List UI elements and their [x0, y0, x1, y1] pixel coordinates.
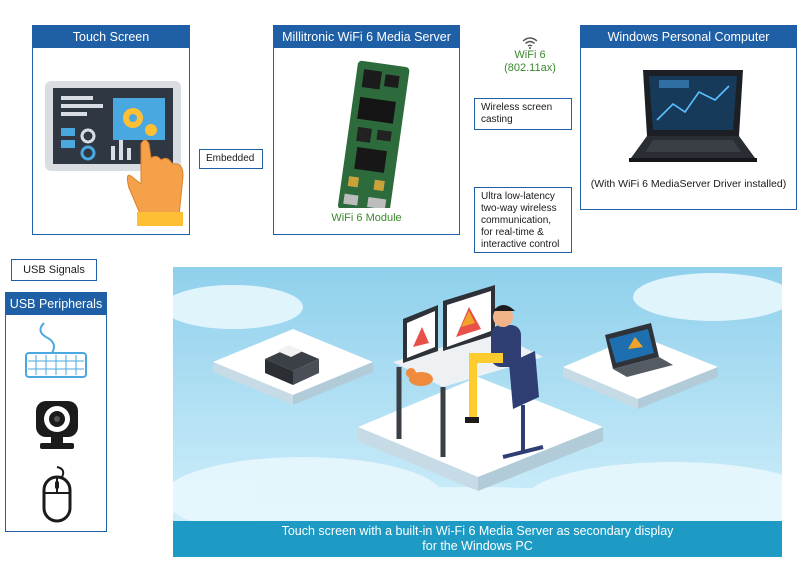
- media-server-caption: WiFi 6 Module: [331, 212, 402, 224]
- media-server-panel: Millitronic WiFi 6 Media Server WiFi 6 M…: [273, 25, 460, 235]
- wireless-casting-line-2: casting: [481, 114, 513, 125]
- wifi-name: WiFi 6: [514, 49, 546, 61]
- wifi-standard: (802.11ax): [504, 62, 556, 74]
- windows-pc-panel: Windows Personal Computer (With WiFi 6 M…: [580, 25, 797, 210]
- media-server-title: Millitronic WiFi 6 Media Server: [274, 26, 459, 48]
- embedded-note: Embedded: [199, 149, 263, 169]
- touch-screen-panel: Touch Screen: [32, 25, 190, 235]
- low-latency-line-3: communication,: [481, 215, 552, 226]
- scene-banner: Touch screen with a built-in Wi-Fi 6 Med…: [173, 521, 782, 557]
- low-latency-line-2: two-way wireless: [481, 203, 557, 214]
- low-latency-line-4: for real-time &: [481, 227, 544, 238]
- secondary-display-scene: Touch screen with a built-in Wi-Fi 6 Med…: [173, 267, 782, 557]
- windows-pc-caption: (With WiFi 6 MediaServer Driver installe…: [590, 178, 787, 190]
- office-cloud-illustration: [173, 267, 782, 522]
- wireless-casting-note: Wireless screen casting: [474, 98, 572, 130]
- low-latency-line-5: interactive control: [481, 239, 560, 250]
- scene-banner-line-2: for the Windows PC: [422, 539, 533, 553]
- usb-peripherals-title: USB Peripherals: [6, 293, 106, 315]
- wifi-module-board-image: [337, 60, 410, 208]
- keyboard-icon: [25, 322, 87, 378]
- webcam-icon: [36, 401, 78, 449]
- laptop-icon: [629, 70, 757, 162]
- wireless-casting-line-1: Wireless screen: [481, 102, 553, 113]
- mouse-icon: [42, 466, 72, 523]
- scene-banner-line-1: Touch screen with a built-in Wi-Fi 6 Med…: [281, 524, 674, 538]
- touch-tablet-icon: [45, 81, 184, 226]
- touch-screen-title: Touch Screen: [33, 26, 189, 48]
- usb-peripherals-panel: USB Peripherals: [5, 292, 107, 532]
- wifi-signal-icon: [522, 37, 538, 49]
- wifi-label: WiFi 6 (802.11ax): [490, 37, 570, 75]
- windows-pc-title: Windows Personal Computer: [581, 26, 796, 48]
- usb-signals-note: USB Signals: [11, 259, 97, 281]
- low-latency-line-1: Ultra low-latency: [481, 191, 555, 202]
- low-latency-note: Ultra low-latency two-way wireless commu…: [474, 187, 572, 253]
